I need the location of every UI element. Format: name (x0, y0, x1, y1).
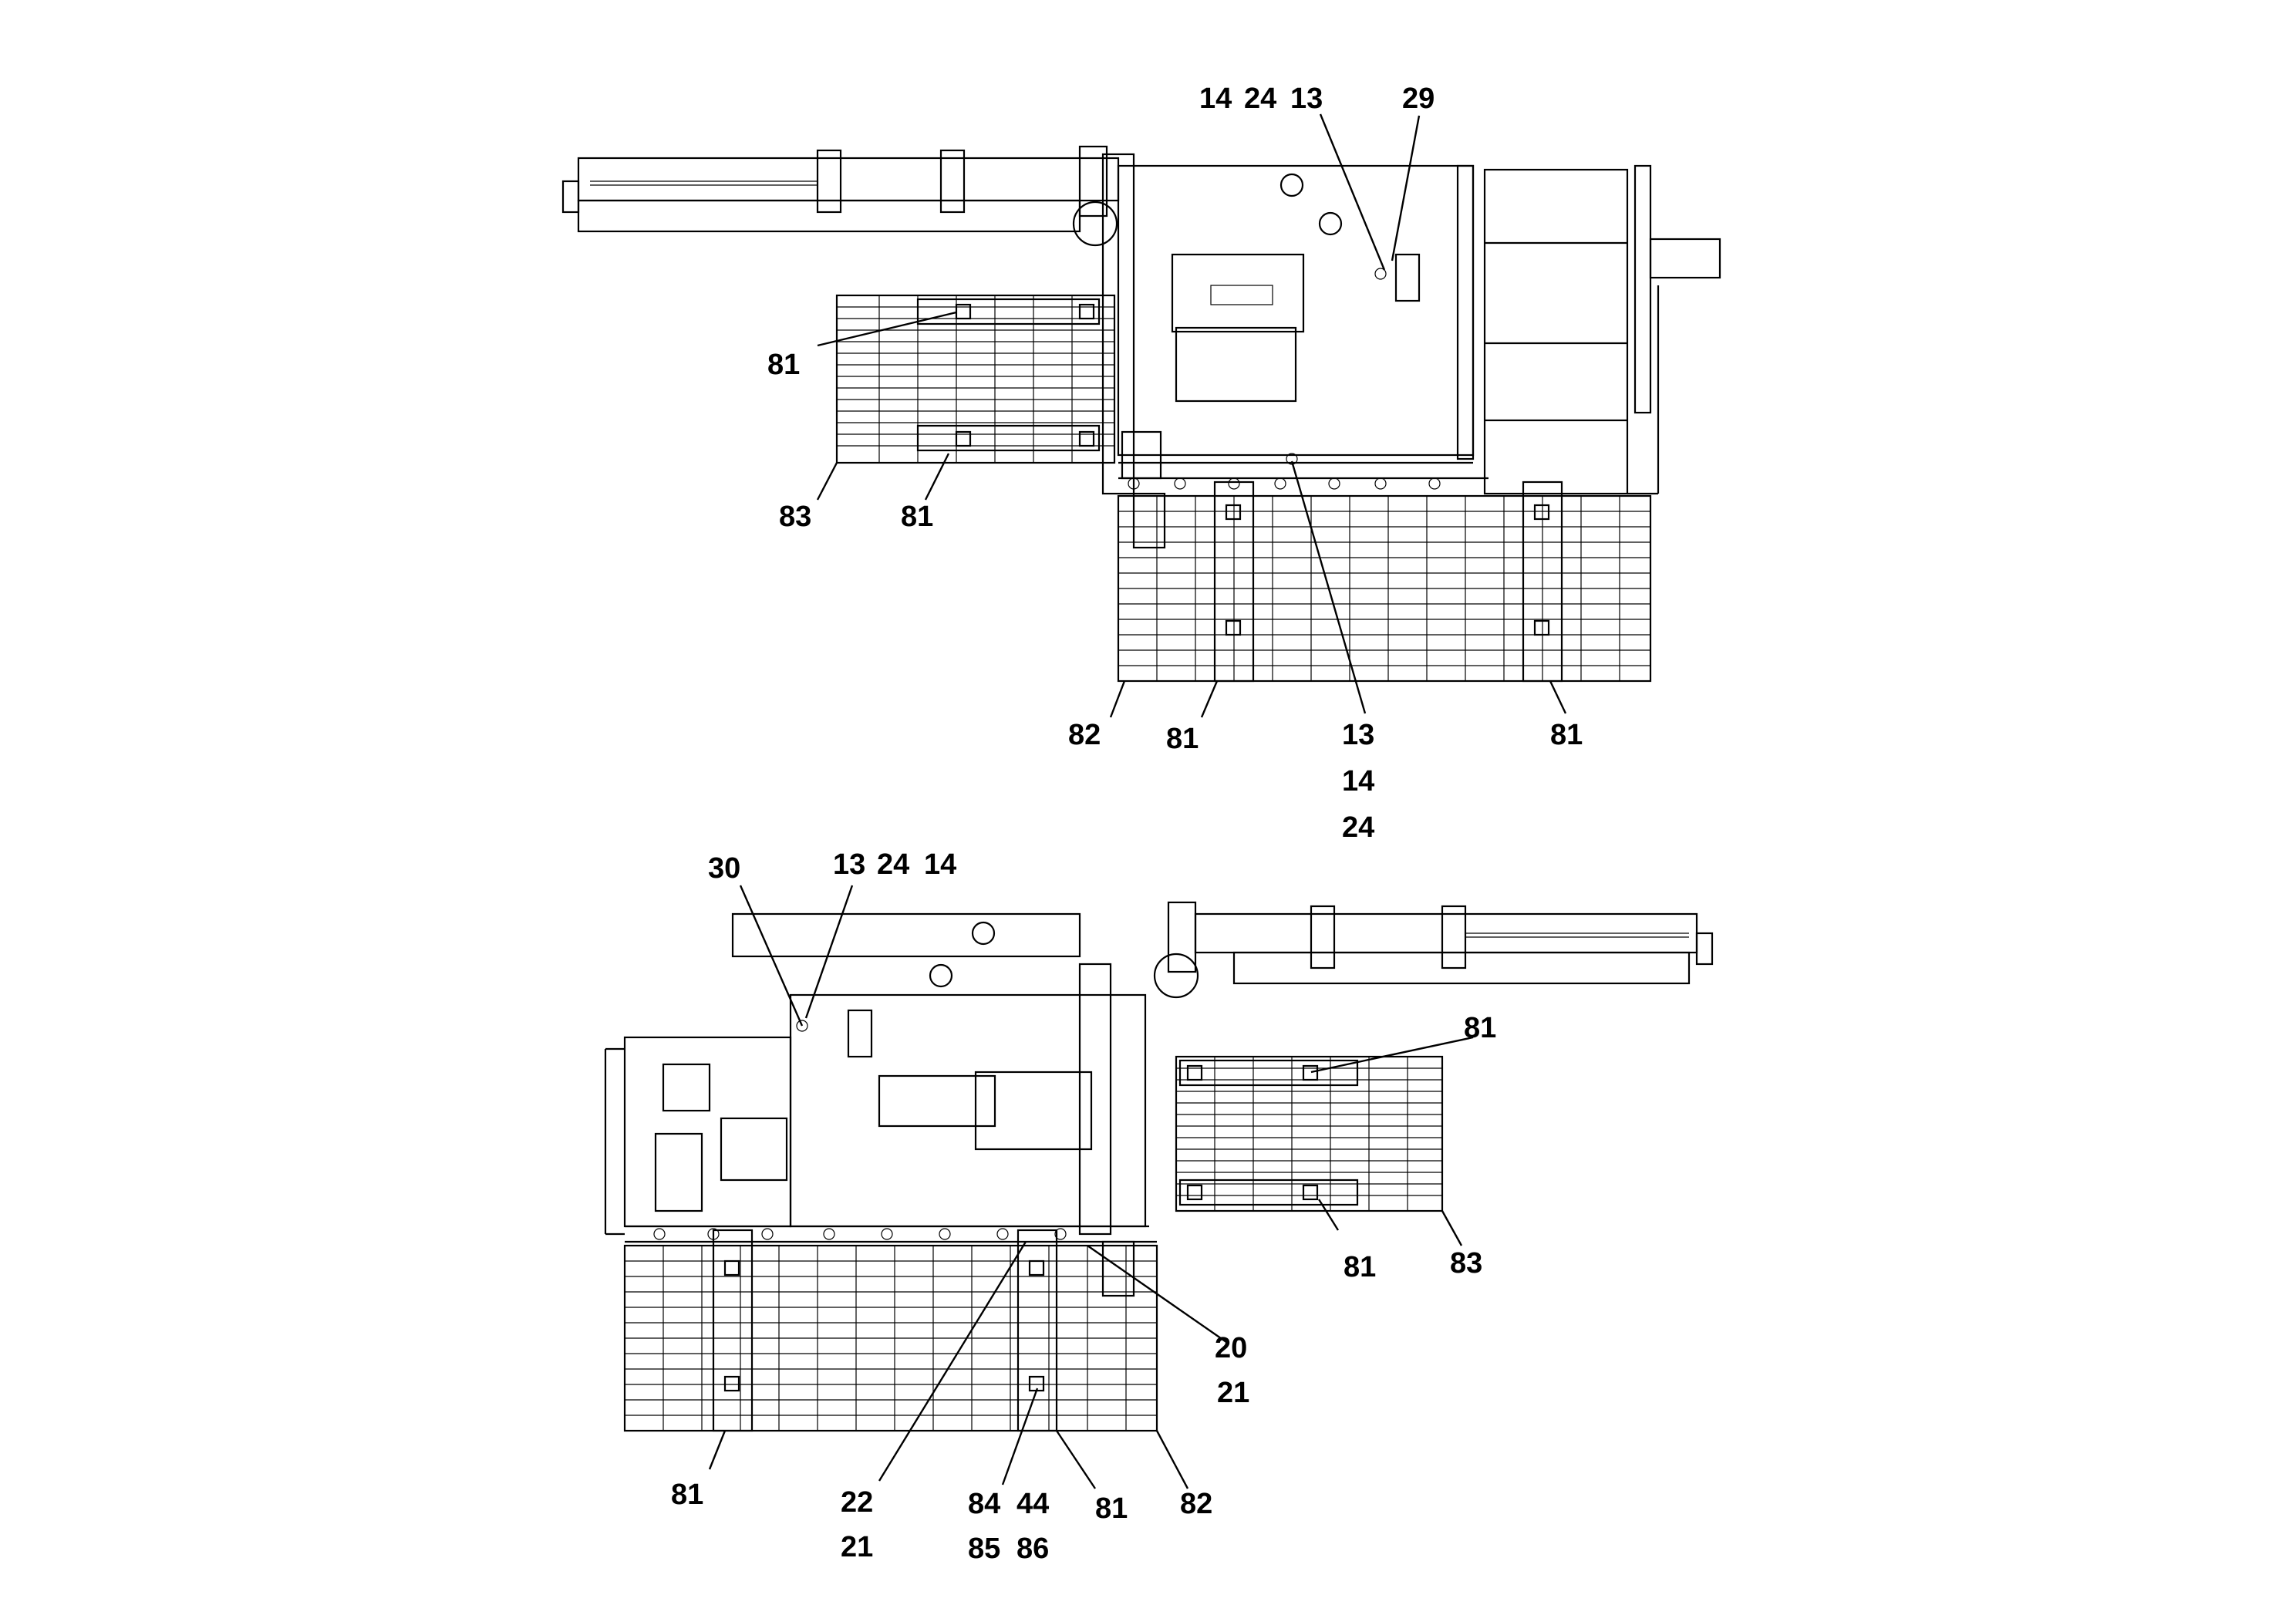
callout-81: 81 (767, 349, 800, 381)
top-counterweight (1456, 164, 1721, 495)
callout-81: 81 (901, 501, 933, 533)
bottom-bottom-grating (623, 1229, 1158, 1432)
callout-81: 81 (1166, 723, 1199, 755)
callout-30: 30 (708, 852, 740, 885)
bottom-leaders (708, 885, 1474, 1489)
callout-29: 29 (1402, 83, 1435, 115)
top-housing (1101, 153, 1489, 495)
bottom-view: 30 13 24 14 81 81 83 20 21 81 22 21 84 4… (604, 848, 1714, 1565)
bottom-right-grating (1175, 1055, 1444, 1212)
callout-44: 44 (1017, 1488, 1049, 1520)
callout-83: 83 (779, 501, 811, 533)
callout-20: 20 (1215, 1332, 1247, 1364)
callout-82: 82 (1068, 719, 1101, 751)
callout-81: 81 (1464, 1012, 1496, 1044)
callout-81: 81 (1550, 719, 1583, 751)
callout-24: 24 (1244, 83, 1276, 115)
callout-24: 24 (877, 848, 909, 881)
callout-81: 81 (671, 1479, 703, 1511)
callout-84: 84 (968, 1488, 1000, 1520)
callout-13: 13 (1290, 83, 1323, 115)
top-leaders (816, 113, 1567, 718)
callout-21: 21 (1217, 1377, 1249, 1409)
callout-14: 14 (1199, 83, 1232, 115)
bottom-boom (731, 901, 1714, 999)
callout-14: 14 (924, 848, 956, 881)
callout-13: 13 (833, 848, 865, 881)
callout-82: 82 (1180, 1488, 1212, 1520)
top-left-grating (835, 294, 1116, 464)
callout-81: 81 (1344, 1251, 1376, 1283)
bottom-machinery (604, 1036, 792, 1236)
bottom-housing (625, 963, 1157, 1243)
callout-14: 14 (1342, 765, 1374, 798)
top-bottom-grating (1117, 481, 1652, 683)
callout-21: 21 (841, 1531, 873, 1563)
callout-22: 22 (841, 1486, 873, 1519)
callout-24: 24 (1342, 811, 1374, 844)
bottom-callouts: 30 13 24 14 81 81 83 20 21 81 22 21 84 4… (671, 848, 1496, 1565)
callout-85: 85 (968, 1533, 1000, 1565)
top-view: 14 24 13 29 81 83 81 82 81 13 14 24 81 (561, 83, 1721, 844)
callout-86: 86 (1017, 1533, 1049, 1565)
bottom-housing-bolts (653, 1228, 1067, 1240)
callout-83: 83 (1450, 1247, 1482, 1280)
callout-13: 13 (1342, 719, 1374, 751)
top-callouts: 14 24 13 29 81 83 81 82 81 13 14 24 81 (767, 83, 1583, 844)
callout-81: 81 (1095, 1492, 1128, 1525)
top-boom (561, 145, 1120, 247)
top-housing-bolts (1128, 453, 1441, 490)
